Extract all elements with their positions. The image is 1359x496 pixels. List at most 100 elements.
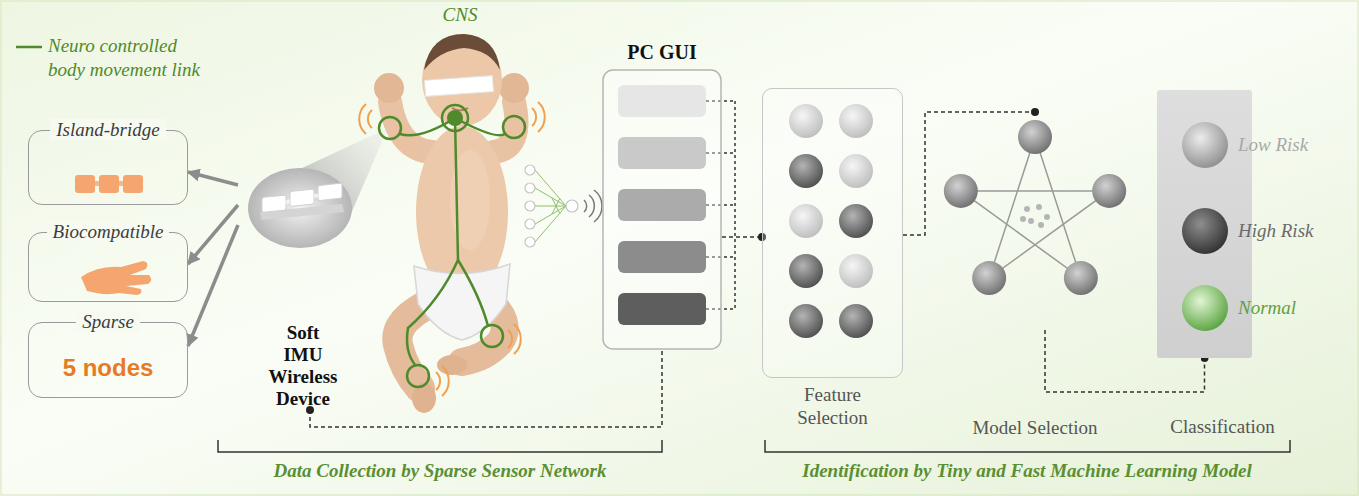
connector <box>722 236 762 238</box>
graphic-part <box>525 165 578 247</box>
stage-caption: Model Selection <box>972 417 1097 438</box>
center-dot <box>1020 216 1026 222</box>
graphic-part <box>95 181 99 186</box>
model-dot <box>1018 120 1052 154</box>
gui-panel: PC GUI <box>602 40 722 350</box>
risk-label: Low Risk <box>1238 134 1308 156</box>
legend-line-sample <box>14 34 48 58</box>
text-holder: Normal <box>1238 283 1296 333</box>
center-dot <box>1044 214 1050 220</box>
graphic-part <box>481 325 503 347</box>
risk-ball <box>1182 285 1228 331</box>
node-shape <box>29 131 187 204</box>
center-dot <box>1028 218 1034 224</box>
graphic-part <box>359 104 366 134</box>
text-holder: Identification by Tiny and Fast Machine … <box>727 460 1327 482</box>
class-output: High Risk <box>1182 206 1357 256</box>
feature-dot <box>789 254 823 288</box>
graphic-part <box>437 355 467 375</box>
graphic-part <box>368 110 372 128</box>
graphic-part <box>16 46 42 49</box>
cns-label: CNS <box>443 4 478 25</box>
feature-dot <box>839 304 873 338</box>
graphic-part <box>99 175 119 193</box>
feature-dot <box>839 254 873 288</box>
node-shape <box>763 89 902 377</box>
text-holder: High Risk <box>1238 206 1313 256</box>
gui-bar <box>618 241 706 273</box>
graphic-part <box>75 175 95 193</box>
sensor-device: Soft IMU Wireless Device <box>238 160 368 410</box>
text-holder: PC GUI <box>602 40 722 64</box>
graphic-part <box>734 101 736 309</box>
graphic-part <box>455 118 458 260</box>
graphic-part <box>508 330 512 348</box>
text-holder: Biocompatible <box>29 220 187 244</box>
graphic-part <box>535 206 566 224</box>
connectors <box>188 112 1205 427</box>
risk-label: Normal <box>1238 297 1296 319</box>
model-dot <box>1092 174 1126 208</box>
model-dot <box>972 261 1006 295</box>
legend-text: Neuro controlled body movement link <box>48 34 203 82</box>
graphic-part <box>566 200 578 212</box>
graphic-part <box>503 116 525 138</box>
island-bridge-icon <box>75 175 143 193</box>
model-dot <box>944 174 978 208</box>
graphic-part <box>425 76 494 97</box>
graphic-part <box>532 108 536 126</box>
graphic-part <box>458 260 488 326</box>
text-holder: Model Selection <box>905 416 1165 439</box>
gui-bar <box>618 137 706 169</box>
graphic-part <box>552 198 560 214</box>
graphic-part <box>514 324 521 354</box>
graphic-part <box>538 102 545 132</box>
center-dot <box>1024 206 1030 212</box>
text-holder: Sparse <box>29 310 187 334</box>
graphic-part <box>535 170 566 242</box>
text-holder: CNS <box>425 4 495 26</box>
gui-frame <box>603 70 721 349</box>
feature-dot <box>789 104 823 138</box>
graphic-part <box>525 201 535 211</box>
node-shape <box>945 112 1125 330</box>
graphic-part <box>594 190 602 222</box>
connector <box>310 350 662 427</box>
text-holder: Island-bridge <box>29 118 187 142</box>
graphic-part <box>442 366 449 396</box>
legend-item: Neuro controlled body movement link <box>14 34 203 82</box>
model-dot <box>1064 261 1098 295</box>
box-heading: Sparse <box>76 311 140 332</box>
feature-box: Biocompatible <box>28 232 188 302</box>
text-holder: Data Collection by Sparse Sensor Network <box>140 460 740 482</box>
feature-dot <box>839 204 873 238</box>
feature-dot <box>789 154 823 188</box>
graphic-part <box>422 34 502 126</box>
center-dot <box>1038 222 1044 228</box>
device-label: Soft IMU Wireless Device <box>269 322 338 410</box>
text-holder: Feature Selection <box>733 383 932 429</box>
feature-dot <box>839 154 873 188</box>
graphic-part <box>494 102 517 152</box>
hand-icon <box>81 261 151 295</box>
feature-dot <box>789 304 823 338</box>
imu-device <box>260 183 344 220</box>
neural-net-icon <box>525 165 602 247</box>
graphic-part <box>436 372 440 390</box>
graphic-part <box>407 365 429 387</box>
node-count: 5 nodes <box>63 354 154 382</box>
section-title: Data Collection by Sparse Sensor Network <box>273 460 606 481</box>
graphic-part <box>525 219 535 229</box>
magnifier-lens <box>248 168 352 248</box>
graphic-part <box>765 440 1290 452</box>
connector <box>188 205 238 264</box>
feature-dot <box>789 204 823 238</box>
node-shape <box>602 40 722 350</box>
text-holder: Low Risk <box>1238 120 1308 170</box>
cns-dot <box>447 110 463 126</box>
panel-heading: PC GUI <box>627 41 696 63</box>
